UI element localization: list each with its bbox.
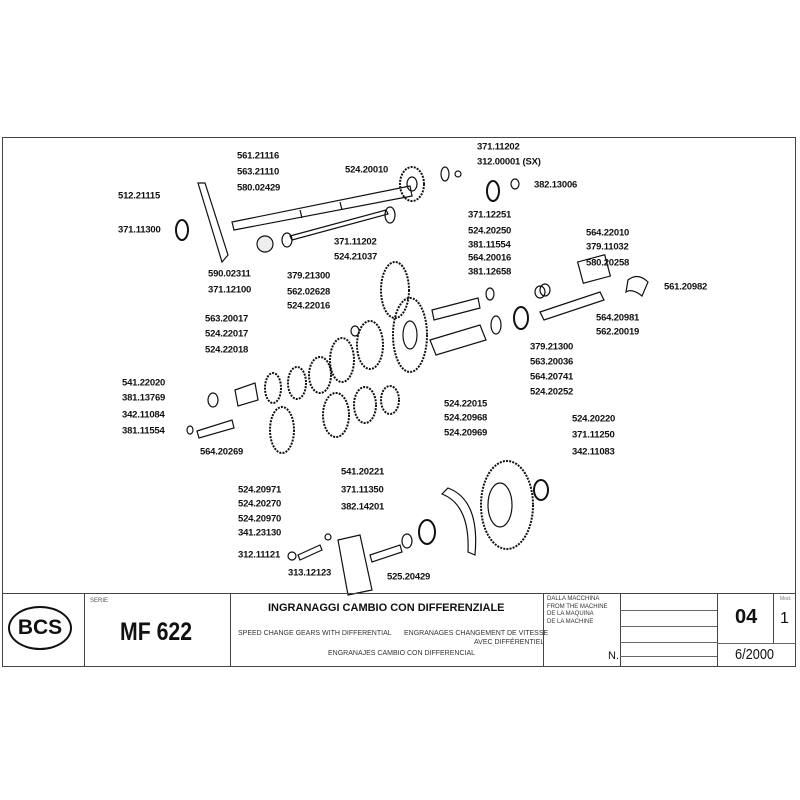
part-label: 524.22018 — [205, 344, 249, 356]
part-label: 381.11554 — [122, 425, 165, 437]
part-label: 524.20969 — [444, 427, 488, 439]
part-label: 371.12100 — [208, 284, 252, 296]
lever — [197, 182, 229, 264]
part-label: 564.22010 — [586, 227, 630, 239]
part-label: 381.11554 — [468, 239, 511, 251]
part-label: 561.21116 — [237, 150, 280, 162]
from-machine-label: DALLA MACCHINA FROM THE MACHINE DE LA MA… — [547, 596, 608, 625]
part-label: 524.20010 — [345, 164, 389, 176]
part-label: 381.12658 — [468, 266, 512, 278]
revision-date: 6/2000 — [735, 646, 775, 663]
part-label: 371.11300 — [118, 224, 161, 236]
part-label: 371.11202 — [334, 236, 377, 248]
part-label: 524.22015 — [444, 398, 488, 410]
bearings — [175, 166, 551, 549]
part-label: 564.20981 — [596, 312, 640, 324]
part-label: 541.22020 — [122, 377, 166, 389]
part-label: 524.20970 — [238, 513, 282, 525]
drawing-frame — [2, 137, 796, 667]
part-label: 524.20250 — [468, 225, 512, 237]
part-label: 524.20252 — [530, 386, 574, 398]
part-label: 371.11350 — [341, 484, 384, 496]
part-label: 590.02311 — [208, 268, 251, 280]
bcs-logo: BCS — [8, 606, 72, 650]
part-label: 524.21037 — [334, 251, 378, 263]
part-label: 379.21300 — [530, 341, 574, 353]
part-label: 382.13006 — [534, 179, 578, 191]
part-label: 564.20016 — [468, 252, 512, 264]
title-french-2: AVEC DIFFÉRENTIEL — [474, 639, 545, 646]
part-label: 379.21300 — [287, 270, 331, 282]
part-label: 562.02628 — [287, 286, 331, 298]
part-label: 371.12251 — [468, 209, 512, 221]
part-label: 341.23130 — [238, 527, 282, 539]
part-label: 342.11083 — [572, 446, 615, 458]
mod-label: Mod. — [780, 596, 792, 602]
title-italian: INGRANAGGI CAMBIO CON DIFFERENZIALE — [268, 602, 505, 614]
part-label: 563.20017 — [205, 313, 249, 325]
title-english: SPEED CHANGE GEARS WITH DIFFERENTIAL — [238, 630, 392, 637]
part-label: 312.11121 — [238, 549, 281, 561]
part-label: 562.20019 — [596, 326, 640, 338]
part-label: 524.20968 — [444, 412, 488, 424]
part-label: 580.02429 — [237, 182, 281, 194]
part-label: 563.21110 — [237, 166, 280, 178]
part-label: 524.22017 — [205, 328, 249, 340]
part-label: 525.20429 — [387, 571, 431, 583]
part-label: 312.00001 (SX) — [477, 156, 541, 168]
title-french-1: ENGRANAGES CHANGEMENT DE VITESSE — [404, 630, 549, 637]
main-shaft — [231, 185, 413, 241]
part-label: 381.13769 — [122, 392, 166, 404]
part-label: 524.20220 — [572, 413, 616, 425]
gears — [264, 166, 534, 550]
part-label: 541.20221 — [341, 466, 385, 478]
part-label: 371.11202 — [477, 141, 520, 153]
part-label: 564.20741 — [530, 371, 574, 383]
title-block: BCS SERIE MF 622 INGRANAGGI CAMBIO CON D… — [2, 593, 796, 667]
part-label: 313.12123 — [288, 567, 332, 579]
part-label: 564.20269 — [200, 446, 244, 458]
model-name: MF 622 — [120, 618, 193, 646]
part-label: 561.20982 — [664, 281, 708, 293]
part-label: 524.20971 — [238, 484, 282, 496]
part-label: 524.22016 — [287, 300, 331, 312]
part-label: 580.20258 — [586, 257, 630, 269]
part-label: 382.14201 — [341, 501, 385, 513]
serie-label: SERIE — [90, 598, 109, 604]
table-number: 04 — [735, 606, 758, 628]
part-label: 524.20270 — [238, 498, 282, 510]
inner-parts — [196, 176, 649, 596]
number-label: N. — [608, 650, 619, 662]
title-spanish: ENGRANAJES CAMBIO CON DIFFERENCIAL — [328, 650, 476, 657]
part-label: 379.11032 — [586, 241, 629, 253]
part-label: 342.11084 — [122, 409, 165, 421]
part-label: 512.21115 — [118, 190, 161, 202]
part-label: 563.20036 — [530, 356, 574, 368]
mod-value: 1 — [780, 610, 789, 627]
part-label: 371.11250 — [572, 429, 615, 441]
